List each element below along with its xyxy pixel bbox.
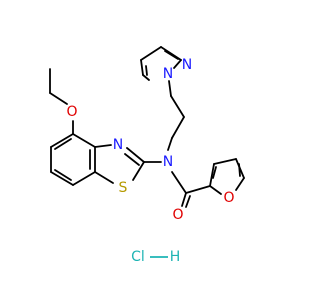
bond [173,59,182,69]
salt-cl: Cl [131,249,145,265]
bond [235,177,245,191]
structure-canvas: N N O N N S O O Cl H [49,46,245,265]
bond [171,171,187,194]
bond [50,133,74,148]
salt-h: H [170,249,181,265]
atom-n-thiazole: N [113,137,123,153]
atom-labels: N N O N N S O O [66,57,234,223]
bond [50,171,74,186]
bond [132,161,145,181]
bond [209,163,215,187]
atom-n-imidazole-link: N [163,66,173,82]
bond [212,166,217,179]
hydrochloride-salt: Cl H [131,249,180,265]
bond [49,92,68,105]
bond [238,163,241,177]
propyl-chain [167,80,185,151]
bond [171,116,185,139]
bond [140,59,144,76]
bond [168,80,172,97]
bond [94,171,114,184]
furoyl-amide [171,158,245,208]
atom-o-ethoxy: O [66,104,77,120]
atom-n-amide: N [163,154,173,170]
bond [164,50,179,60]
bond [167,137,173,151]
bond [140,46,162,61]
imidazole-ring [140,46,182,81]
bond [145,65,148,76]
bond [185,185,211,194]
atom-n-imidazole-top: N [182,57,192,73]
ethoxy-group [49,68,74,135]
atom-o-furan: O [223,190,234,206]
atom-o-carbonyl: O [172,207,183,223]
atom-s-thiazole: S [119,180,128,196]
benzothiazole-ring [50,133,162,186]
bond [54,169,72,181]
bond [209,185,222,195]
bond [142,74,150,81]
bond [126,147,145,163]
bond [72,171,96,186]
bond [181,192,187,207]
molecule-structure: N N O N N S O O Cl H [49,46,245,265]
bond [213,158,237,165]
bond [54,138,72,150]
bond [185,195,191,208]
bond [94,144,112,148]
bond [72,133,96,148]
bond [124,153,140,166]
bond [170,95,185,118]
